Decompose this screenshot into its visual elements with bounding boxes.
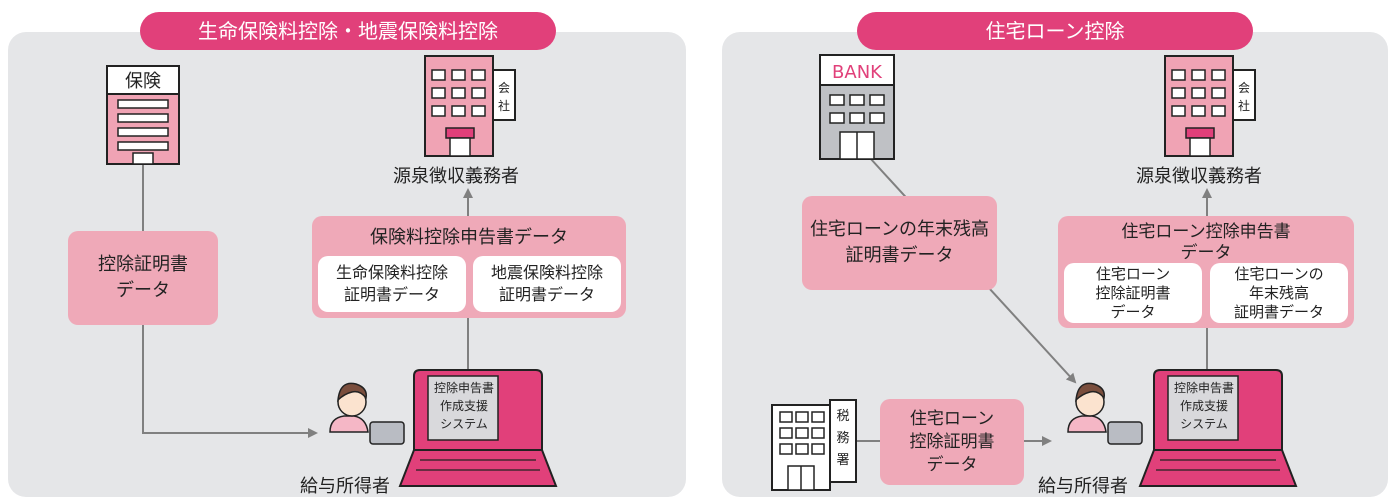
right-title: 住宅ローン控除 (857, 12, 1253, 50)
loan-deduction-cert-line-1: 住宅ローン (1095, 264, 1171, 283)
loan-deduction-cert-line-3: データ (1110, 302, 1156, 321)
person-icon (329, 382, 405, 445)
life-insurance-cert-line-2: 証明書データ (343, 285, 440, 304)
life-insurance-cert-box: 生命保険料控除 証明書データ (318, 256, 466, 312)
loan-application-title-line-1: 住宅ローン控除申告書 (1121, 222, 1291, 242)
tax-office-cert-line-2: 控除証明書 (909, 431, 995, 452)
company-sign-right-char-1: 会 (1238, 81, 1250, 95)
loan-balance-cert-line-1: 住宅ローンの年末残高 (809, 219, 990, 240)
company-sign-char-1: 会 (498, 81, 510, 95)
left-title: 生命保険料控除・地震保険料控除 (140, 12, 556, 50)
loan-balance-sub-line-3: 証明書データ (1233, 302, 1324, 321)
bank-sign: BANK (832, 62, 883, 83)
loan-application-title-line-2: データ (1180, 243, 1232, 263)
person-icon-right (1067, 382, 1143, 445)
employer-label-right: 源泉徴収義務者 (1136, 166, 1262, 187)
loan-deduction-cert-line-2: 控除証明書 (1095, 283, 1171, 302)
tax-office-cert-line-3: データ (926, 454, 978, 475)
company-building-icon (424, 55, 516, 157)
cert-data-line-2: データ (116, 280, 170, 301)
loan-balance-sub-line-1: 住宅ローンの (1234, 264, 1324, 283)
loan-balance-sub-box: 住宅ローンの 年末残高 証明書データ (1210, 263, 1348, 323)
tax-office-sign-1: 税 (836, 409, 849, 424)
loan-balance-cert-box: 住宅ローンの年末残高 証明書データ (802, 196, 997, 290)
person-label-right: 給与所得者 (1038, 476, 1128, 497)
insurance-building-icon (106, 65, 180, 165)
company-sign-char-2: 社 (498, 98, 510, 113)
earthquake-insurance-cert-line-1: 地震保険料控除 (490, 263, 603, 282)
loan-balance-sub-line-2: 年末残高 (1248, 283, 1309, 302)
laptop-icon-right (1138, 369, 1298, 487)
laptop-screen-line-1: 控除申告書 (434, 380, 494, 395)
bank-building-icon (819, 54, 895, 160)
insurer-sign: 保険 (125, 71, 161, 92)
tax-office-sign-2: 務 (836, 431, 849, 446)
tax-office-building-icon (771, 399, 857, 491)
laptop-screen-right-line-3: システム (1180, 417, 1228, 431)
application-data-title: 保険料控除申告書データ (370, 227, 568, 248)
tax-office-cert-line-1: 住宅ローン (909, 408, 995, 429)
cert-data-line-1: 控除証明書 (98, 254, 188, 275)
tax-office-sign-3: 署 (836, 453, 849, 468)
laptop-screen-right-line-1: 控除申告書 (1174, 380, 1234, 395)
laptop-icon (398, 369, 558, 487)
cert-data-box: 控除証明書 データ (68, 231, 218, 325)
earthquake-insurance-cert-box: 地震保険料控除 証明書データ (473, 256, 621, 312)
laptop-screen-line-3: システム (440, 417, 488, 431)
company-building-icon-right (1164, 55, 1256, 157)
tax-office-cert-box: 住宅ローン 控除証明書 データ (880, 399, 1024, 485)
life-insurance-cert-line-1: 生命保険料控除 (335, 263, 448, 282)
earthquake-insurance-cert-line-2: 証明書データ (498, 285, 595, 304)
employer-label: 源泉徴収義務者 (393, 166, 519, 187)
person-label: 給与所得者 (300, 476, 390, 497)
company-sign-right-char-2: 社 (1238, 98, 1250, 113)
laptop-screen-line-2: 作成支援 (440, 399, 488, 413)
loan-balance-cert-line-2: 証明書データ (845, 245, 954, 266)
laptop-screen-right-line-2: 作成支援 (1180, 399, 1228, 413)
loan-deduction-cert-box: 住宅ローン 控除証明書 データ (1064, 263, 1202, 323)
